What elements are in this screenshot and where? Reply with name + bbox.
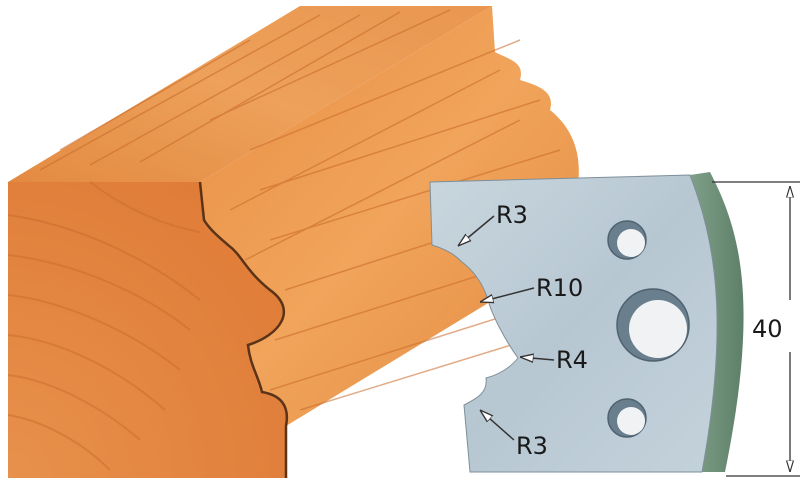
radius-bottom-label: R3 xyxy=(516,432,548,460)
radius-low-leader xyxy=(520,357,555,360)
height-label: 40 xyxy=(752,315,783,343)
height-dimension xyxy=(712,181,800,477)
knife-body xyxy=(429,174,718,473)
cutter-knife xyxy=(429,172,744,473)
wood-top-face xyxy=(8,6,492,182)
radius-low-label: R4 xyxy=(556,346,588,374)
radius-bottom-leader xyxy=(480,410,515,441)
wood-profile-outline xyxy=(198,181,289,478)
wood-end-face xyxy=(8,182,287,478)
wood-side-face xyxy=(200,6,579,426)
knife-bevel-edge xyxy=(690,172,744,472)
wood-growth-rings xyxy=(7,181,201,471)
radius-top-leader xyxy=(458,215,495,246)
radius-mid-leader xyxy=(480,287,535,302)
wood-moulding xyxy=(7,6,579,478)
radius-callouts xyxy=(458,215,555,441)
radius-top-label: R3 xyxy=(496,201,528,229)
radius-mid-label: R10 xyxy=(536,274,583,302)
